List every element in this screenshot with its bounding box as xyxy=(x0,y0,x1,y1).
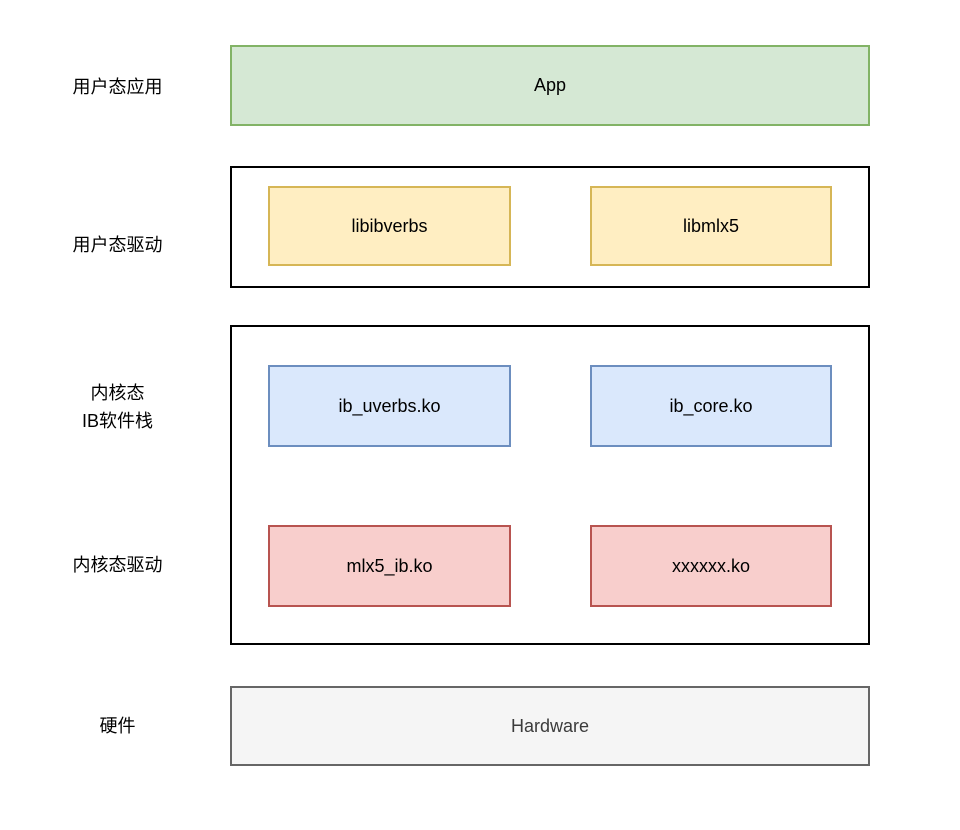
row-label-kernel-driver: 内核态驱动 xyxy=(72,555,163,576)
mlx5-ib-box: mlx5_ib.ko xyxy=(268,525,511,607)
mlx5-ib-box-label: mlx5_ib.ko xyxy=(346,555,433,576)
kernel-container: ib_uverbs.ko ib_core.ko mlx5_ib.ko xxxxx… xyxy=(230,325,870,645)
libibverbs-box: libibverbs xyxy=(268,186,511,266)
row-label-kernel-ib-stack-line1: 内核态 xyxy=(90,383,145,404)
ib-uverbs-box-label: ib_uverbs.ko xyxy=(338,395,441,416)
hardware-box-label: Hardware xyxy=(510,715,590,736)
app-box-label: App xyxy=(533,75,567,95)
row-label-user-app: 用户态应用 xyxy=(72,77,163,98)
ib-core-box: ib_core.ko xyxy=(590,365,832,447)
ib-uverbs-box: ib_uverbs.ko xyxy=(268,365,511,447)
app-box: App xyxy=(230,45,870,126)
user-driver-container: libibverbs libmlx5 xyxy=(230,166,870,288)
row-label-kernel-ib-stack-line2: IB软件栈 xyxy=(81,411,153,431)
xxxxxx-ko-box: xxxxxx.ko xyxy=(590,525,832,607)
row-label-user-driver: 用户态驱动 xyxy=(72,235,163,256)
hardware-box: Hardware xyxy=(230,686,870,766)
libmlx5-box-label: libmlx5 xyxy=(682,215,739,236)
ib-core-box-label: ib_core.ko xyxy=(669,395,753,416)
libibverbs-box-label: libibverbs xyxy=(351,215,428,236)
row-label-hardware: 硬件 xyxy=(99,716,136,737)
xxxxxx-ko-box-label: xxxxxx.ko xyxy=(671,555,750,576)
row-label-kernel-ib-stack: 内核态 IB软件栈 xyxy=(10,380,225,436)
libmlx5-box: libmlx5 xyxy=(590,186,832,266)
